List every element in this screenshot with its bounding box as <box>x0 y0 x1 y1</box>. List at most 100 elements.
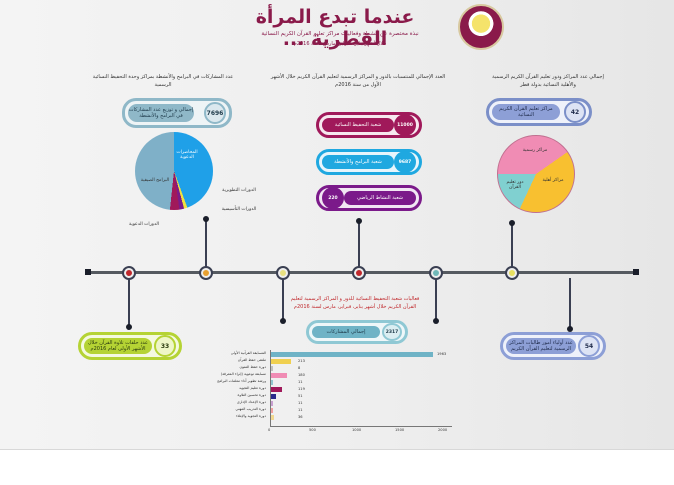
stem-bottom-left-dot <box>126 324 132 330</box>
bottom-right-badge: 54 <box>578 335 600 357</box>
left-caption: عدد المشاركات في البرامج والأنشطة بمراكز… <box>92 74 234 88</box>
page-period: خلال أشهر يناير، فبراير، مارس لسنة 2016م <box>293 41 387 47</box>
center-pill-3: شعبة النشاط الرياضي 220 <box>316 185 422 211</box>
x-tick-0: 0 <box>268 428 271 432</box>
x-tick-1500: 1500 <box>395 428 405 432</box>
pie-label-development: الدورات التطويرية <box>222 188 256 193</box>
stem-bottom-center-right-dot <box>433 318 439 324</box>
timeline-node-5 <box>429 266 443 280</box>
bottom-left-pill-label: عدد حلقات تلاوة القرآن خلال الأشهر الأول… <box>84 338 152 354</box>
centers-pie-chart <box>497 135 575 213</box>
bar-chart-x-axis <box>270 426 452 427</box>
stem-bottom-center-left-dot <box>280 318 286 324</box>
pie-label-foundation: الدورات التأسيسية <box>221 207 257 212</box>
bar-value-6: 119 <box>298 387 305 391</box>
bar-6 <box>271 387 282 392</box>
bottom-right-pill-label: عدد أولياء أمور طالبات المراكز الرسمية ل… <box>506 338 576 354</box>
participants-pie-chart <box>135 132 213 210</box>
stem-bottom-right <box>569 278 571 328</box>
bar-value-4: 180 <box>298 373 305 377</box>
timeline-node-1 <box>122 266 136 280</box>
stem-left-dot <box>203 216 209 222</box>
left-summary-pill: إجمالي و توزيع عدد المشاركات في البرامج … <box>122 98 232 128</box>
bar-label-7: دورة تحسين التلاوة <box>237 393 266 397</box>
bar-value-5: 11 <box>298 380 303 384</box>
bottom-left-pill: عدد حلقات تلاوة القرآن خلال الأشهر الأول… <box>78 332 182 360</box>
stem-left-up <box>205 218 207 268</box>
stem-bottom-center-right <box>435 278 437 320</box>
x-tick-500: 500 <box>309 428 316 432</box>
bar-8 <box>271 401 273 406</box>
timeline-start-cap <box>85 269 91 275</box>
pie-label-private: مراكز أهلية <box>542 178 564 183</box>
stem-center-dot <box>356 218 362 224</box>
stem-right-up <box>511 222 513 268</box>
left-badge: 7696 <box>204 102 226 124</box>
bar-2 <box>271 359 291 364</box>
bar-7 <box>271 394 276 399</box>
qatar-emblem-logo <box>458 4 504 50</box>
bottom-center-badge: 2317 <box>382 323 402 341</box>
bottom-left-badge: 33 <box>154 335 176 357</box>
bottom-center-pill: إجمالي المشاركات 2317 <box>306 320 408 344</box>
bar-value-8: 11 <box>298 401 303 405</box>
bar-5 <box>271 380 273 385</box>
timeline-node-4 <box>352 266 366 280</box>
center-pill-3-badge: 220 <box>322 187 344 209</box>
bottom-center-pill-label: إجمالي المشاركات <box>312 326 380 338</box>
stem-center-up <box>358 220 360 268</box>
x-tick-1000: 1000 <box>352 428 362 432</box>
bar-label-5: ورشة تطوير أداء معلمات البرامج <box>217 379 266 383</box>
infographic-poster: عندما تبدع المرأة القطرية ... نبذة مختصر… <box>0 0 674 450</box>
stem-right-dot <box>509 220 515 226</box>
bottom-center-caption: فعاليات شعبة التحفيظ النسائية للدور و ال… <box>290 296 420 310</box>
bar-9 <box>271 408 273 413</box>
pie-label-summer: البرامج الصيفية <box>140 178 170 183</box>
timeline-node-6 <box>505 266 519 280</box>
bar-label-9: دورة التدريب المهني <box>235 407 266 411</box>
timeline-node-2 <box>199 266 213 280</box>
bar-value-9: 11 <box>298 408 303 412</box>
bar-value-10: 36 <box>298 415 303 419</box>
timeline-node-3 <box>276 266 290 280</box>
bar-label-1: المسابقة القرآنية الأولى <box>230 351 266 355</box>
center-caption: العدد الإجمالي للمنتسبات بالدور و المراك… <box>270 74 446 88</box>
bar-3 <box>271 366 273 371</box>
bar-1 <box>271 352 433 357</box>
right-summary-pill: مراكز تعليم القرآن الكريم النسائية 42 <box>486 98 592 126</box>
page-title: عندما تبدع المرأة القطرية ... <box>255 6 415 50</box>
bar-label-8: دورة الإعداد الإداري <box>236 400 266 404</box>
center-pill-2: شعبة البرامج والأنشطة 9687 <box>316 149 422 175</box>
pie-label-official: مراكز رسمية <box>522 148 548 153</box>
bar-label-10: دورة التجويد والإملاء <box>235 414 266 418</box>
bar-value-7: 51 <box>298 394 303 398</box>
center-pill-2-badge: 9687 <box>394 151 416 173</box>
bar-4 <box>271 373 287 378</box>
center-pill-1-badge: 11000 <box>394 114 416 136</box>
center-pill-3-label: شعبة النشاط الرياضي <box>344 191 416 205</box>
right-caption: إجمالي عدد المراكز ودور تعليم القرآن الك… <box>492 74 604 88</box>
page-subtitle: نبذة مختصرة عن أنشطة وفعاليات مراكز تعلي… <box>261 31 419 37</box>
left-pill-label: إجمالي و توزيع عدد المشاركات في البرامج … <box>128 104 194 122</box>
bar-value-2: 213 <box>298 359 305 363</box>
center-pill-1-label: شعبة التحفيظ النسائية <box>322 118 394 132</box>
bar-label-6: دورة تعليم التجويد <box>239 386 266 390</box>
bar-label-4: مسابقة توعوية (إثراء المعرفة) <box>220 372 266 376</box>
pie-label-lectures: المحاضرات الدعوية <box>176 150 198 160</box>
right-badge: 42 <box>564 101 586 123</box>
stem-bottom-left <box>128 278 130 326</box>
pie-label-houses: دور تعليم القرآن <box>506 180 524 190</box>
bottom-right-pill: عدد أولياء أمور طالبات المراكز الرسمية ل… <box>500 332 606 360</box>
bar-value-3: 8 <box>298 366 301 370</box>
right-pill-label: مراكز تعليم القرآن الكريم النسائية <box>492 104 560 120</box>
bar-10 <box>271 415 274 420</box>
timeline-end-cap <box>633 269 639 275</box>
pie-label-dawah: الدورات الدعوية <box>129 222 159 227</box>
stem-bottom-center-left <box>282 278 284 320</box>
center-pill-1: شعبة التحفيظ النسائية 11000 <box>316 112 422 138</box>
center-pill-2-label: شعبة البرامج والأنشطة <box>322 155 394 169</box>
x-tick-2000: 2000 <box>438 428 448 432</box>
bar-label-3: دورة حفظ المتون <box>239 365 266 369</box>
bar-label-2: ملتقى حفظ القرآن <box>237 358 266 362</box>
stem-bottom-right-dot <box>567 326 573 332</box>
